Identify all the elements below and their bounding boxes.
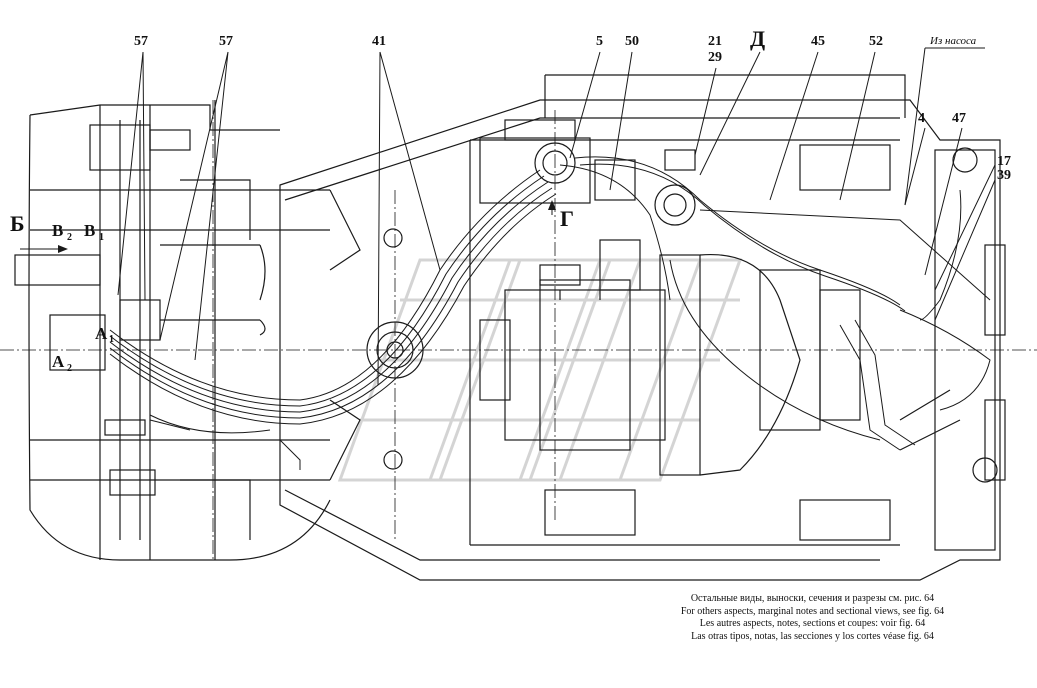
- callout-57-right: 57: [219, 34, 233, 49]
- callout-D: Д: [750, 26, 766, 51]
- callout-5: 5: [596, 34, 603, 49]
- callout-21: 21: [708, 34, 722, 49]
- note-line-en: For others aspects, marginal notes and s…: [680, 605, 945, 617]
- view-label-G: Г: [560, 206, 574, 231]
- note-line-ru: Остальные виды, выноски, сечения и разре…: [690, 593, 935, 604]
- callout-45: 45: [811, 34, 825, 49]
- callout-41: 41: [372, 34, 386, 49]
- callout-29: 29: [708, 50, 722, 65]
- port-label-A2-sub: 2: [67, 363, 72, 374]
- callout-from-pump: Из насоса: [930, 35, 977, 47]
- arrow-heads: [58, 200, 556, 253]
- hose-bundle: [109, 156, 991, 470]
- callout-17: 17: [997, 154, 1011, 169]
- port-label-V1: В: [84, 221, 96, 240]
- port-label-V2-sub: 2: [67, 232, 72, 243]
- port-label-A1-sub: 1: [109, 334, 114, 345]
- leader-lines: [20, 47, 996, 386]
- note-line-es: Las otras tipos, notas, las secciones y …: [691, 630, 934, 642]
- note-line-fr: Les autres aspects, notes, sections et c…: [699, 618, 926, 629]
- callout-50: 50: [625, 34, 639, 49]
- callout-52: 52: [869, 34, 883, 49]
- callout-4: 4: [918, 111, 925, 126]
- port-label-V1-sub: 1: [99, 232, 104, 243]
- frame-outline: [14, 74, 1006, 581]
- port-label-A2: А: [52, 352, 65, 371]
- port-label-A1: А: [95, 324, 108, 343]
- callout-57-left: 57: [134, 34, 148, 49]
- callout-47: 47: [952, 111, 966, 126]
- center-lines: [0, 100, 1037, 560]
- view-label-B: Б: [10, 211, 25, 236]
- callout-39: 39: [997, 168, 1011, 183]
- port-label-V2: В: [52, 221, 64, 240]
- reference-note: Остальные виды, выноски, сечения и разре…: [640, 593, 985, 643]
